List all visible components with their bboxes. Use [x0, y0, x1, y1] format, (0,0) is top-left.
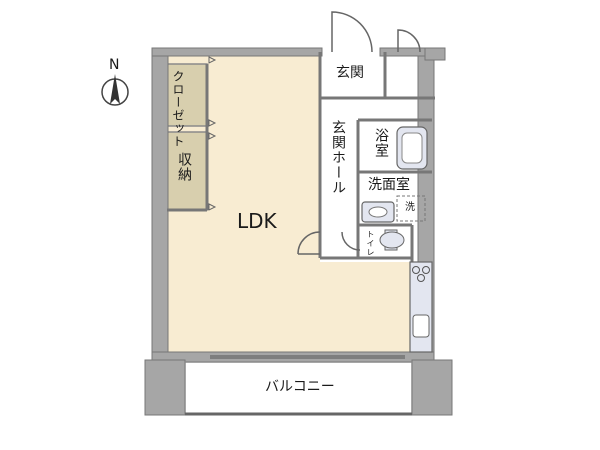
- closet-door-marks: [208, 56, 217, 211]
- washer-pan: [396, 195, 426, 222]
- room-toilet-label: トイレ: [366, 230, 375, 257]
- room-bath-label: 浴室: [373, 128, 389, 158]
- room-ldk-label: LDK: [237, 209, 277, 233]
- compass-icon: [101, 74, 129, 106]
- room-storage-label: 収納: [176, 152, 192, 182]
- room-balcony-label: バルコニー: [265, 379, 335, 395]
- balcony-floor: [184, 361, 413, 415]
- outer-walls: [144, 47, 453, 416]
- room-closet-label: クローゼット: [171, 70, 185, 148]
- room-genkan-label: 玄関: [336, 65, 364, 81]
- room-washroom-label: 洗面室: [368, 177, 410, 193]
- compass-north-label: N: [109, 57, 120, 73]
- ldk-floor-lower: [167, 262, 412, 354]
- washer-label: 洗: [405, 202, 415, 213]
- kitchen-counter: [409, 261, 433, 353]
- entrance-doors: [297, 11, 421, 255]
- room-genkan-hall-label: 玄関ホール: [330, 120, 346, 195]
- closet-floor: [166, 63, 208, 127]
- window-marks: [210, 355, 405, 359]
